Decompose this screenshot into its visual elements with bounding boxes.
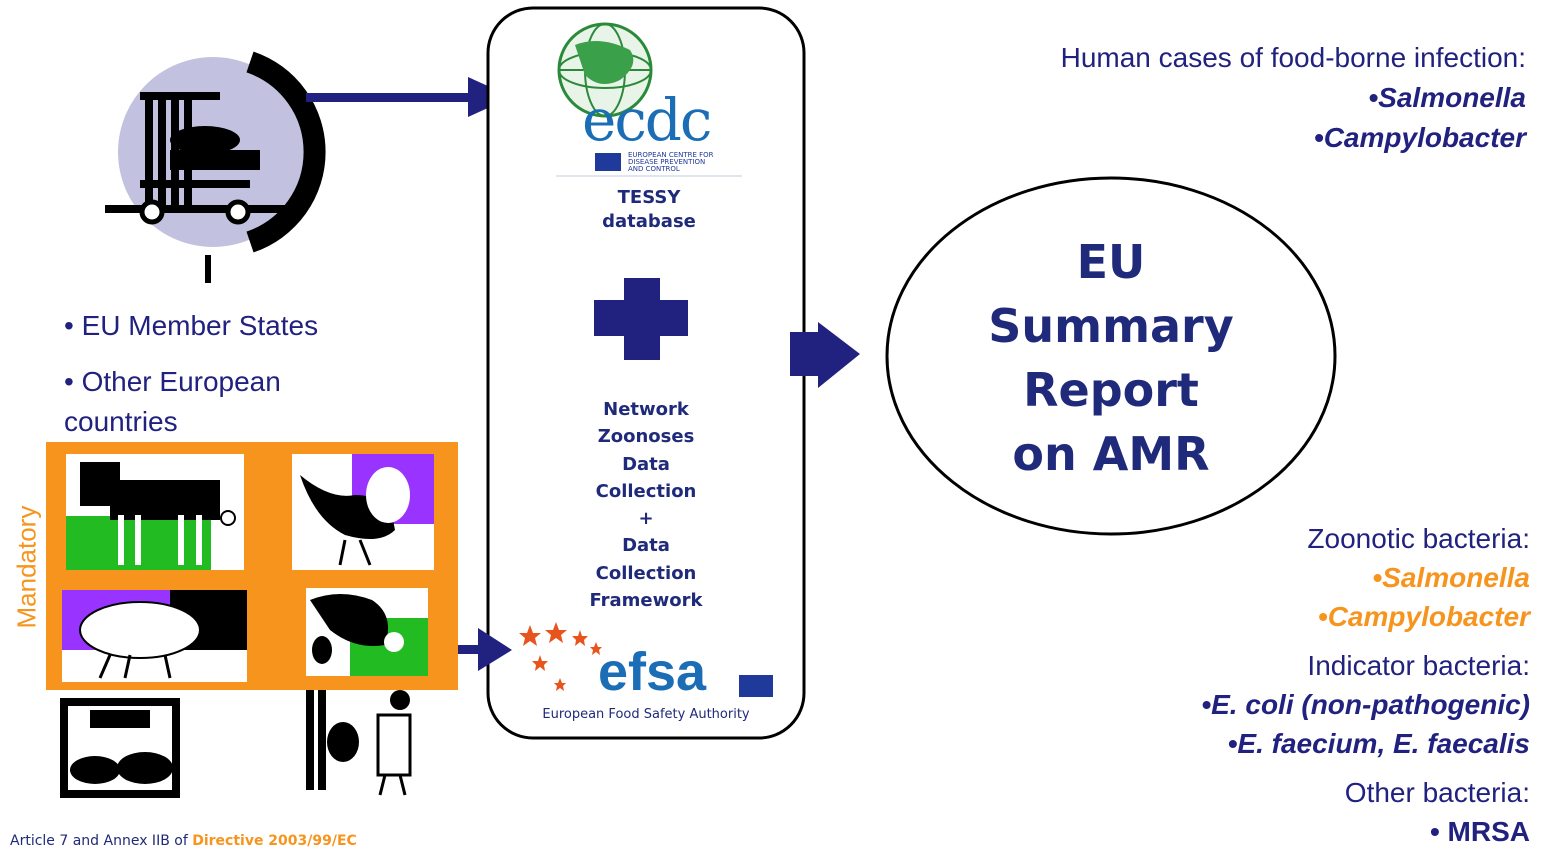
pig-icon xyxy=(62,590,247,682)
ecdc-subtitle: EUROPEAN CENTRE FOR DISEASE PREVENTION A… xyxy=(628,151,714,173)
zoonotic-item-campylobacter: •Campylobacter xyxy=(1317,601,1530,632)
report-title: EU Summary Report on AMR xyxy=(988,235,1234,481)
arrow-box-to-report xyxy=(790,322,860,388)
bullet-eu-member-states: • EU Member States xyxy=(64,310,319,341)
arrow-panel-to-efsa xyxy=(458,628,512,671)
human-item-salmonella: •Salmonella xyxy=(1368,82,1526,113)
human-cases-heading: Human cases of food-borne infection: xyxy=(1060,42,1526,73)
veterinarian-icon xyxy=(306,690,412,796)
human-item-campylobacter: •Campylobacter xyxy=(1313,122,1526,153)
legal-footnote: Article 7 and Annex IIB of Directive 200… xyxy=(10,833,357,849)
footnote-prefix: Article 7 and Annex IIB of xyxy=(10,833,193,849)
eu-flag-icon xyxy=(739,675,773,697)
indicator-item-efaecium: •E. faecium, E. faecalis xyxy=(1227,728,1530,759)
plus-icon xyxy=(594,278,688,360)
cattle-icon xyxy=(66,454,244,570)
hospital-bed-icon xyxy=(105,51,326,283)
efsa-logo-text: efsa xyxy=(598,642,707,702)
report-ellipse xyxy=(885,176,1337,536)
other-heading: Other bacteria: xyxy=(1344,777,1530,808)
directive-link[interactable]: Directive 2003/99/EC xyxy=(192,833,357,849)
efsa-stars-icon xyxy=(519,622,602,691)
indicator-heading: Indicator bacteria: xyxy=(1307,650,1530,681)
ecdc-logo-text: ecdc xyxy=(582,86,712,154)
arrow-hospital-to-tessy xyxy=(306,77,512,117)
zoonotic-item-salmonella: •Salmonella xyxy=(1372,562,1530,593)
broiler-icon xyxy=(306,588,428,676)
bullet-other-european: • Other European xyxy=(64,366,281,397)
poultry-icon xyxy=(292,454,434,570)
bullet-countries: countries xyxy=(64,406,178,437)
member-states-list: • EU Member States • Other European coun… xyxy=(64,306,318,442)
eu-flag-icon xyxy=(595,153,621,171)
mandatory-label: Mandatory xyxy=(11,505,42,629)
ecdc-globe-icon xyxy=(557,22,653,118)
meat-counter-icon xyxy=(60,698,180,798)
other-item-mrsa: • MRSA xyxy=(1429,816,1530,847)
network-zoonoses-label: Network Zoonoses Data Collection + Data … xyxy=(589,399,703,612)
human-cases-block: Human cases of food-borne infection: •Sa… xyxy=(1061,38,1526,158)
zoonotic-heading: Zoonotic bacteria: xyxy=(1307,523,1530,554)
efsa-caption: European Food Safety Authority xyxy=(542,707,750,722)
tessy-database-label: TESSY database xyxy=(602,187,696,232)
bacteria-block: Zoonotic bacteria: •Salmonella •Campylob… xyxy=(1201,519,1530,851)
indicator-item-ecoli: •E. coli (non-pathogenic) xyxy=(1201,689,1530,720)
